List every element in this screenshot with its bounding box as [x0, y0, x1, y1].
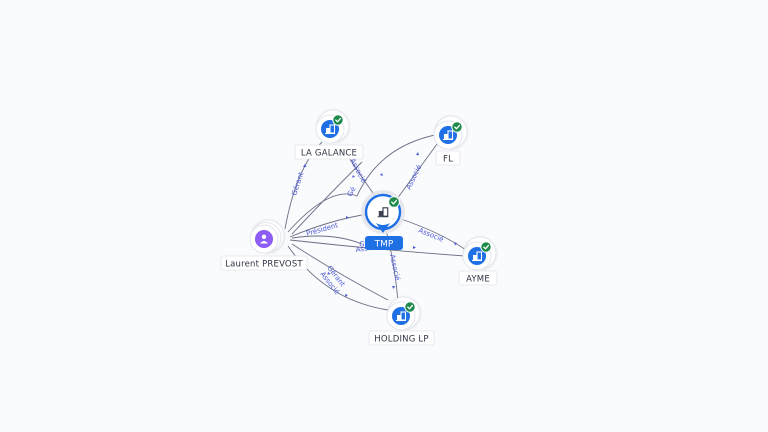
edge-label-president: Président	[305, 221, 339, 238]
arrow-tip	[327, 272, 331, 275]
company-name: FL	[443, 155, 453, 165]
company-node-holding-lp[interactable]	[386, 296, 421, 331]
node-label-fl: FL	[435, 150, 461, 166]
person-name: Laurent PREVOST	[225, 260, 303, 270]
company-name: LA GALANCE	[301, 149, 357, 159]
arrow-tip	[413, 246, 416, 249]
person-node-laurent-prevost[interactable]	[249, 219, 285, 254]
edge-laurent-holding-gerant[interactable]	[291, 243, 389, 301]
company-node-ayme[interactable]	[462, 236, 497, 271]
arrow-tip	[303, 164, 307, 167]
edge-laurent-tmp-2[interactable]	[291, 235, 363, 245]
node-label-ayme: AYME	[458, 270, 498, 286]
node-label-holding-lp: HOLDING LP	[368, 330, 435, 346]
arrow-tip	[345, 294, 348, 297]
company-name: AYME	[466, 275, 490, 285]
edge-laurent-fl[interactable]	[287, 133, 441, 233]
arrow-tip	[352, 175, 355, 178]
node-label-la-galance: LA GALANCE	[294, 144, 364, 160]
center-node-tmp[interactable]	[361, 190, 405, 234]
verified-check-icon	[480, 241, 492, 253]
verified-check-icon	[332, 114, 344, 126]
edge-label-associe-holding: Associé	[388, 254, 401, 282]
center-node-label: TMP	[365, 236, 403, 250]
edge-label-g: G	[359, 240, 365, 249]
edge-label-associe: Associé	[348, 157, 367, 184]
edge-label-ge: Gé	[346, 186, 358, 198]
building-icon	[377, 207, 389, 218]
company-name: HOLDING LP	[374, 335, 428, 345]
arrow-tip	[346, 216, 349, 219]
verified-check-icon	[388, 196, 400, 208]
arrow-tip	[454, 242, 457, 246]
node-label-laurent-prevost: Laurent PREVOST	[220, 255, 308, 271]
arrow-tip	[416, 152, 419, 156]
edge-laurent-la-galance-2[interactable]	[291, 161, 363, 235]
edge-laurent-tmp[interactable]	[289, 213, 369, 238]
verified-check-icon	[404, 301, 416, 313]
center-company-name: TMP	[374, 240, 394, 250]
verified-check-icon	[451, 121, 463, 133]
company-node-fl[interactable]	[433, 115, 468, 150]
edge-arrows	[303, 152, 457, 297]
arrow-tip	[380, 173, 383, 176]
edge-label-gerant: Gérant	[290, 171, 305, 197]
edge-label-associe-ayme: Associé	[417, 226, 445, 243]
person-icon	[260, 234, 268, 244]
company-node-la-galance[interactable]	[315, 109, 350, 144]
edge-label-associe-fl: Associé	[405, 164, 424, 191]
edge-tmp-ayme[interactable]	[397, 217, 467, 251]
arrow-tip	[392, 286, 395, 289]
